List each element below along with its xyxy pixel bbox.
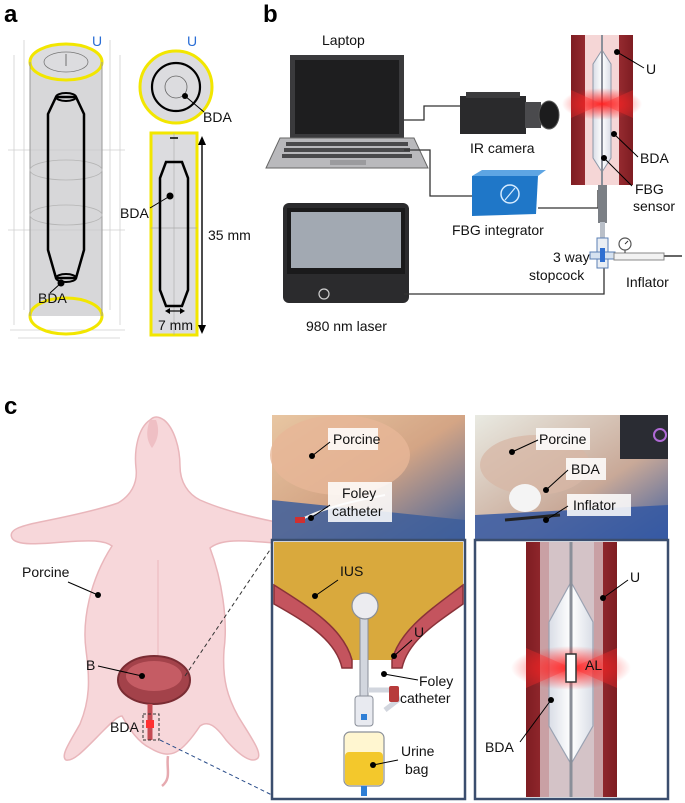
inset-bda-label: BDA	[485, 739, 514, 755]
laser-label: 980 nm laser	[306, 318, 387, 334]
laptop-label: Laptop	[322, 32, 365, 48]
inflator-label: Inflator	[626, 274, 669, 290]
panel-a-side-view	[149, 131, 206, 337]
pig-illustration	[10, 416, 309, 787]
inset-u-right-label: U	[630, 569, 640, 585]
panel-a-u-iso-label: U	[92, 33, 102, 49]
panel-a-bda-side-label: BDA	[120, 205, 149, 221]
ius-label: IUS	[340, 563, 363, 579]
foley-label-1: Foley	[419, 673, 453, 689]
laptop-image	[265, 55, 429, 169]
al-label: AL	[585, 657, 602, 673]
photo2-bda-label: BDA	[571, 461, 600, 477]
fbg-integrator-label: FBG integrator	[452, 222, 544, 238]
ir-camera-image	[460, 92, 560, 134]
photo1-porcine-bg	[328, 428, 378, 450]
stopcock-label-1: 3 way	[553, 249, 590, 265]
fbg-integrator-image	[472, 170, 546, 216]
panel-a-u-top-label: U	[187, 33, 197, 49]
panel-a-iso-cylinder	[8, 40, 125, 339]
urine-label-2: bag	[405, 761, 428, 777]
photo2-inflator-label: Inflator	[573, 497, 616, 513]
panel-a-length-label: 35 mm	[208, 227, 251, 243]
stopcock-label-2: stopcock	[529, 267, 585, 283]
photo1-porcine-label: Porcine	[333, 431, 381, 447]
foley-label-2: catheter	[400, 690, 451, 706]
laser-device-image	[283, 203, 409, 303]
stopcock-image	[589, 237, 616, 269]
urine-label-1: Urine	[401, 743, 435, 759]
panel-a-bda-iso-label: BDA	[38, 290, 67, 306]
panel-a-width-label: 7 mm	[158, 317, 193, 333]
photo1-foley-label-1: Foley	[342, 485, 376, 501]
pig-bda-label: BDA	[110, 719, 139, 735]
panel-a-top-view	[138, 49, 214, 125]
panel-b-bda-label: BDA	[640, 150, 669, 166]
catheter-inset	[270, 538, 467, 801]
photo2-inflator-bg	[567, 494, 631, 516]
panel-label-b: b	[263, 1, 278, 28]
pig-bladder-label: B	[86, 657, 95, 673]
photo2-bda-bg	[566, 458, 606, 480]
pig-porcine-label: Porcine	[22, 564, 70, 580]
panel-label-c: c	[4, 393, 17, 420]
fbg-sensor-label-2: sensor	[633, 198, 675, 214]
ir-camera-label: IR camera	[470, 140, 535, 156]
photo1-foley-bg	[328, 482, 392, 522]
panel-a-bda-top-label: BDA	[203, 109, 232, 125]
inset-u-label: U	[414, 624, 424, 640]
photo2-porcine-bg	[536, 428, 590, 450]
photo1-foley-label-2: catheter	[332, 503, 383, 519]
inflator-image	[613, 237, 682, 261]
panel-b-u-label: U	[646, 61, 656, 77]
photo2-porcine-label: Porcine	[539, 431, 587, 447]
urethra-inset	[473, 538, 670, 801]
fbg-sensor-label-1: FBG	[635, 181, 664, 197]
panel-label-a: a	[4, 1, 18, 28]
